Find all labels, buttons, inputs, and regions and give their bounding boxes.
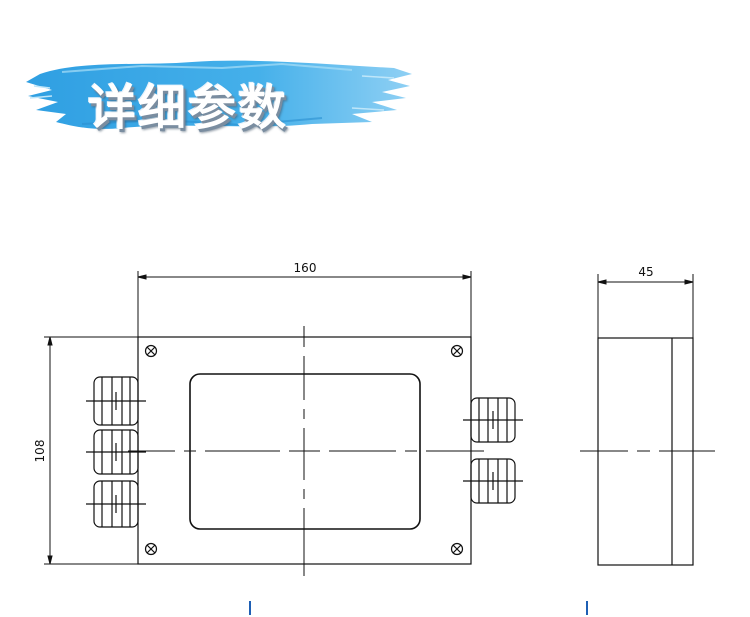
- cable-gland-right-2: [463, 458, 523, 504]
- cable-gland-left-2: [86, 429, 146, 475]
- section-banner: 详细参数: [22, 52, 417, 140]
- cable-gland-left-1: [86, 376, 146, 426]
- blue-marker-left: [249, 601, 251, 615]
- screw-bottom-left: [144, 542, 158, 556]
- screw-top-left: [144, 344, 158, 358]
- cable-gland-right-1: [463, 397, 523, 443]
- section-title: 详细参数: [88, 80, 289, 136]
- height-dimension-label: 108: [33, 440, 47, 463]
- depth-dimension-label: 45: [638, 265, 653, 279]
- blue-marker-right: [586, 601, 588, 615]
- screw-top-right: [450, 344, 464, 358]
- screw-bottom-right: [450, 542, 464, 556]
- width-dimension-lines: [137, 271, 472, 337]
- front-view-centerlines: [128, 326, 484, 576]
- height-dimension-lines: [44, 336, 138, 565]
- depth-dimension-lines: [597, 274, 694, 338]
- width-dimension-label: 160: [294, 261, 317, 275]
- cable-gland-left-3: [86, 480, 146, 528]
- brush-stroke-background: [26, 60, 412, 129]
